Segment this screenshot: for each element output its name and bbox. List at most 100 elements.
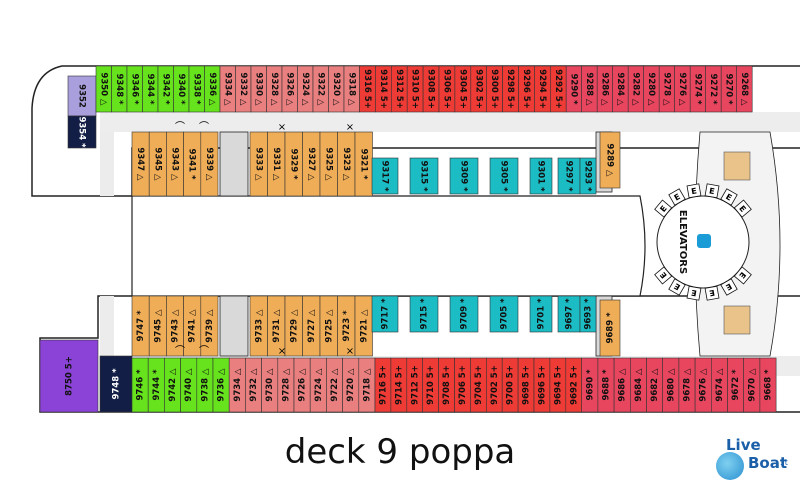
cabin-9343[interactable]: 9343 △ <box>166 131 184 197</box>
cabin-9314[interactable]: 9314 5+ <box>375 65 392 113</box>
cabin-9710[interactable]: 9710 5+ <box>422 357 439 413</box>
cabin-9748[interactable]: 9748 * <box>99 355 133 413</box>
cabin-9722[interactable]: 9722 △ <box>326 357 343 413</box>
cabin-9323[interactable]: 9323 △ <box>337 131 356 197</box>
cabin-9721[interactable]: 9721 △ <box>354 295 373 357</box>
cabin-9318[interactable]: 9318 △ <box>343 65 360 113</box>
cabin-9310[interactable]: 9310 5+ <box>406 65 424 113</box>
cabin-9334[interactable]: 9334 △ <box>219 65 236 113</box>
cabin-9296[interactable]: 9296 5+ <box>518 65 535 113</box>
cabin-9339[interactable]: 9339 △ <box>200 131 219 197</box>
cabin-9274[interactable]: 9274 * <box>689 65 707 113</box>
cabin-9333[interactable]: 9333 △ <box>249 131 268 197</box>
cabin-9338[interactable]: 9338 * <box>188 65 205 113</box>
cabin-8750[interactable]: 8750 5+ <box>39 339 99 413</box>
cabin-9730[interactable]: 9730 △ <box>261 357 279 413</box>
cabin-9282[interactable]: 9282 △ <box>627 65 645 113</box>
cabin-9292[interactable]: 9292 5+ <box>549 65 567 113</box>
cabin-9684[interactable]: 9684 △ <box>629 357 647 413</box>
cabin-9694[interactable]: 9694 5+ <box>549 357 567 413</box>
cabin-9325[interactable]: 9325 △ <box>319 131 338 197</box>
cabin-9348[interactable]: 9348 * <box>111 65 128 113</box>
cabin-9746[interactable]: 9746 * <box>131 357 149 413</box>
cabin-9309[interactable]: 9309 * <box>449 157 479 195</box>
cabin-9330[interactable]: 9330 △ <box>250 65 267 113</box>
cabin-9740[interactable]: 9740 △ <box>180 357 198 413</box>
cabin-9742[interactable]: 9742 △ <box>164 357 181 413</box>
cabin-9340[interactable]: 9340 * <box>173 65 190 113</box>
cabin-9708[interactable]: 9708 5+ <box>438 357 455 413</box>
cabin-9715[interactable]: 9715 * <box>409 295 439 333</box>
cabin-9692[interactable]: 9692 5+ <box>565 357 582 413</box>
cabin-9689[interactable]: 9689 * <box>599 299 621 357</box>
cabin-9316[interactable]: 9316 5+ <box>359 65 376 113</box>
cabin-9301[interactable]: 9301 * <box>529 157 553 195</box>
cabin-9736[interactable]: 9736 △ <box>212 357 230 413</box>
cabin-9302[interactable]: 9302 5+ <box>470 65 487 113</box>
cabin-9718[interactable]: 9718 △ <box>358 357 376 413</box>
cabin-9327[interactable]: 9327 △ <box>302 131 321 197</box>
cabin-9686[interactable]: 9686 △ <box>613 357 631 413</box>
cabin-9672[interactable]: 9672 * <box>727 357 745 413</box>
cabin-9289[interactable]: 9289 △ <box>599 131 621 189</box>
cabin-9720[interactable]: 9720 △ <box>342 357 360 413</box>
cabin-9724[interactable]: 9724 △ <box>309 357 327 413</box>
cabin-9743[interactable]: 9743 △ <box>166 295 184 357</box>
cabin-9329[interactable]: 9329 * <box>284 131 303 197</box>
cabin-9294[interactable]: 9294 5+ <box>534 65 551 113</box>
cabin-9732[interactable]: 9732 △ <box>245 357 262 413</box>
cabin-9342[interactable]: 9342 * <box>157 65 174 113</box>
cabin-9728[interactable]: 9728 △ <box>277 357 295 413</box>
cabin-9701[interactable]: 9701 * <box>529 295 553 333</box>
cabin-9312[interactable]: 9312 5+ <box>390 65 408 113</box>
cabin-9354[interactable]: 9354 * <box>67 115 97 149</box>
cabin-9738[interactable]: 9738 △ <box>196 357 214 413</box>
cabin-9272[interactable]: 9272 * <box>705 65 722 113</box>
cabin-9336[interactable]: 9336 △ <box>204 65 221 113</box>
cabin-9734[interactable]: 9734 △ <box>228 357 246 413</box>
cabin-9688[interactable]: 9688 * <box>597 357 615 413</box>
cabin-9344[interactable]: 9344 * <box>142 65 159 113</box>
cabin-9704[interactable]: 9704 5+ <box>470 357 487 413</box>
cabin-9293[interactable]: 9293 * <box>579 157 597 195</box>
cabin-9670[interactable]: 9670 △ <box>743 357 761 413</box>
cabin-9702[interactable]: 9702 5+ <box>485 357 503 413</box>
cabin-9268[interactable]: 9268 △ <box>736 65 753 113</box>
cabin-9300[interactable]: 9300 5+ <box>486 65 503 113</box>
cabin-9744[interactable]: 9744 * <box>147 357 165 413</box>
cabin-9690[interactable]: 9690 * <box>581 357 599 413</box>
cabin-9352[interactable]: 9352 <box>67 75 97 117</box>
cabin-9286[interactable]: 9286 △ <box>596 65 614 113</box>
cabin-9270[interactable]: 9270 * <box>720 65 738 113</box>
cabin-9341[interactable]: 9341 * <box>183 131 202 197</box>
cabin-9705[interactable]: 9705 * <box>489 295 519 333</box>
cabin-9693[interactable]: 9693 * <box>579 295 597 333</box>
cabin-9284[interactable]: 9284 △ <box>612 65 629 113</box>
cabin-9726[interactable]: 9726 △ <box>293 357 311 413</box>
cabin-9331[interactable]: 9331 △ <box>267 131 286 197</box>
cabin-9305[interactable]: 9305 * <box>489 157 519 195</box>
cabin-9280[interactable]: 9280 △ <box>643 65 660 113</box>
cabin-9697[interactable]: 9697 * <box>557 295 581 333</box>
cabin-9725[interactable]: 9725 △ <box>319 295 338 357</box>
cabin-9326[interactable]: 9326 △ <box>281 65 298 113</box>
cabin-9729[interactable]: 9729 △ <box>284 295 303 357</box>
cabin-9745[interactable]: 9745 △ <box>148 295 167 357</box>
cabin-9322[interactable]: 9322 △ <box>312 65 329 113</box>
cabin-9700[interactable]: 9700 5+ <box>501 357 519 413</box>
cabin-9278[interactable]: 9278 △ <box>658 65 676 113</box>
cabin-9747[interactable]: 9747 * <box>131 295 150 357</box>
cabin-9712[interactable]: 9712 5+ <box>406 357 423 413</box>
cabin-9680[interactable]: 9680 △ <box>662 357 680 413</box>
cabin-9706[interactable]: 9706 5+ <box>454 357 471 413</box>
cabin-9668[interactable]: 9668 * <box>759 357 777 413</box>
cabin-9317[interactable]: 9317 * <box>371 157 399 195</box>
cabin-9682[interactable]: 9682 △ <box>646 357 664 413</box>
cabin-9717[interactable]: 9717 * <box>371 295 399 333</box>
cabin-9324[interactable]: 9324 △ <box>297 65 314 113</box>
cabin-9308[interactable]: 9308 5+ <box>422 65 440 113</box>
cabin-9306[interactable]: 9306 5+ <box>438 65 456 113</box>
cabin-9676[interactable]: 9676 △ <box>694 357 712 413</box>
cabin-9298[interactable]: 9298 5+ <box>502 65 519 113</box>
cabin-9328[interactable]: 9328 △ <box>266 65 283 113</box>
